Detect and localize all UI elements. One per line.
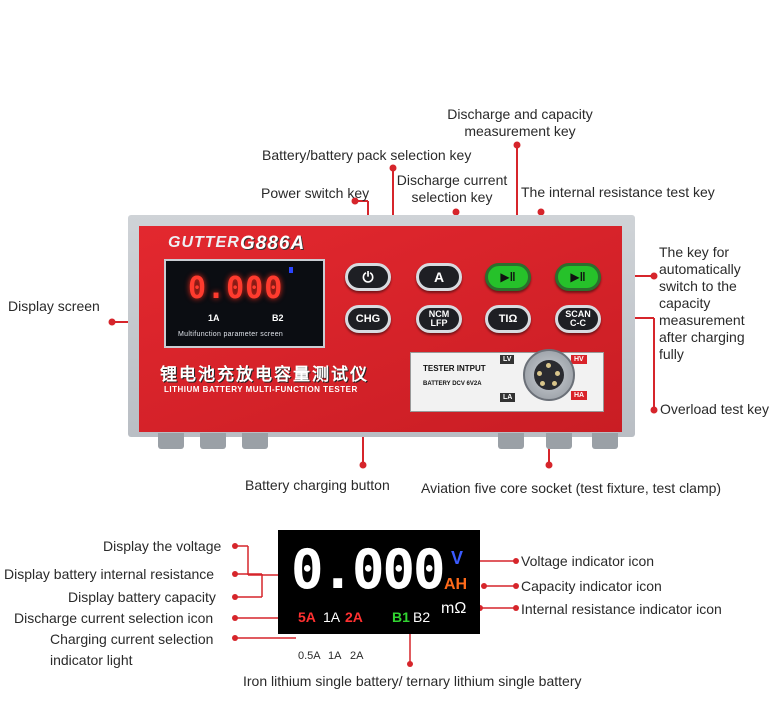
- power-icon: ⏻: [362, 268, 374, 285]
- label-display-resistance: Display battery internal resistance: [4, 566, 215, 582]
- current-2a: 2A: [345, 609, 363, 625]
- voltage-unit: V: [451, 548, 464, 568]
- device-foot: [592, 433, 618, 449]
- device-foot: [498, 433, 524, 449]
- label-display-screen: Display screen: [8, 298, 100, 314]
- play-pause-icon: ▶‖: [500, 270, 516, 284]
- label-resistance-icon: Internal resistance indicator icon: [521, 601, 722, 617]
- charge-label: CHG: [355, 313, 381, 325]
- battery-b1: B1: [392, 609, 410, 625]
- panel-line1: TESTER INTPUT: [423, 364, 486, 373]
- discharge-capacity-button[interactable]: ▶‖: [485, 263, 531, 291]
- current-5a: 5A: [298, 609, 316, 625]
- model-name: G886A: [240, 233, 306, 254]
- resistance-label: TIΩ: [498, 313, 518, 325]
- chinese-title: 锂电池充放电容量测试仪: [160, 365, 369, 384]
- scan-label: SCAN: [565, 309, 591, 319]
- brand-logo: GUTTER: [168, 234, 240, 251]
- socket-pin: [552, 381, 557, 386]
- label-display-voltage: Display the voltage: [103, 538, 222, 554]
- device-foot: [546, 433, 572, 449]
- lcd-caption: Multifunction parameter screen: [178, 331, 284, 338]
- label-charging-light-1: Charging current selection: [50, 631, 214, 647]
- label-discharge-current-key: Discharge current selection key: [396, 172, 508, 205]
- label-display-capacity: Display battery capacity: [68, 589, 216, 605]
- internal-resistance-button[interactable]: TIΩ: [485, 305, 531, 333]
- ncm-label: NCM: [428, 309, 450, 319]
- charge-current-1a: 1A: [328, 650, 342, 662]
- panel-line2: BATTERY DCV 6V2A: [423, 381, 482, 387]
- label-pack-selection-key: Battery/battery pack selection key: [262, 147, 472, 163]
- resistance-unit: mΩ: [441, 600, 467, 617]
- segment-value: 0.000: [291, 538, 446, 601]
- socket-face: [534, 360, 564, 390]
- lcd-screen: 0.000 1A B2 Multifunction parameter scre…: [164, 259, 325, 348]
- english-title: LITHIUM BATTERY MULTI-FUNCTION TESTER: [164, 385, 358, 394]
- socket-pin: [537, 371, 542, 376]
- label-charging-button: Battery charging button: [245, 477, 390, 493]
- current-select-label: A: [433, 269, 445, 285]
- lv-tag: LV: [500, 355, 515, 364]
- current-select-button[interactable]: A: [416, 263, 462, 291]
- charge-current-2a: 2A: [350, 650, 364, 662]
- aviation-socket[interactable]: [523, 349, 575, 401]
- battery-b2: B2: [413, 609, 431, 625]
- hv-tag: HV: [571, 355, 587, 364]
- lcd-battery: B2: [272, 313, 284, 323]
- segment-display: 0.000 V AH mΩ 5A 1A 2A B1 B2: [278, 530, 480, 634]
- label-overload-key: Overload test key: [660, 401, 769, 417]
- label-auto-switch-key: The key for automatically switch to the …: [659, 244, 745, 362]
- label-internal-resistance-key: The internal resistance test key: [521, 184, 715, 200]
- capacity-unit: AH: [444, 576, 468, 593]
- label-battery-type: Iron lithium single battery/ ternary lit…: [243, 673, 582, 689]
- lcd-current: 1A: [208, 313, 220, 323]
- label-capacity-icon: Capacity indicator icon: [521, 578, 662, 594]
- charge-button[interactable]: CHG: [345, 305, 391, 333]
- input-panel: TESTER INTPUT BATTERY DCV 6V2A LV LA HV …: [410, 352, 604, 412]
- auto-capacity-button[interactable]: ▶‖: [555, 263, 601, 291]
- charge-current-05a: 0.5A: [298, 650, 321, 662]
- ha-tag: HA: [571, 391, 588, 400]
- lcd-value: 0.000: [188, 271, 284, 306]
- current-1a: 1A: [323, 609, 341, 625]
- socket-pin: [555, 371, 560, 376]
- label-voltage-icon: Voltage indicator icon: [521, 553, 655, 569]
- label-charging-light-2: indicator light: [50, 652, 133, 668]
- label-discharge-capacity-key: Discharge and capacity measurement key: [447, 106, 593, 139]
- socket-pin: [546, 363, 551, 368]
- label-socket: Aviation five core socket (test fixture,…: [421, 480, 722, 496]
- la-tag: LA: [500, 393, 516, 402]
- device-foot: [200, 433, 226, 449]
- power-button[interactable]: ⏻: [345, 263, 391, 291]
- play-pause-circle-icon: ▶‖: [570, 270, 586, 284]
- socket-pin: [540, 381, 545, 386]
- lcd-unit-indicator: [289, 267, 293, 273]
- lfp-label: LFP: [430, 318, 448, 328]
- device-foot: [242, 433, 268, 449]
- device-foot: [158, 433, 184, 449]
- label-power-switch-key: Power switch key: [261, 185, 370, 201]
- label-discharge-icon: Discharge current selection icon: [14, 610, 214, 626]
- cc-label: C-C: [569, 318, 586, 328]
